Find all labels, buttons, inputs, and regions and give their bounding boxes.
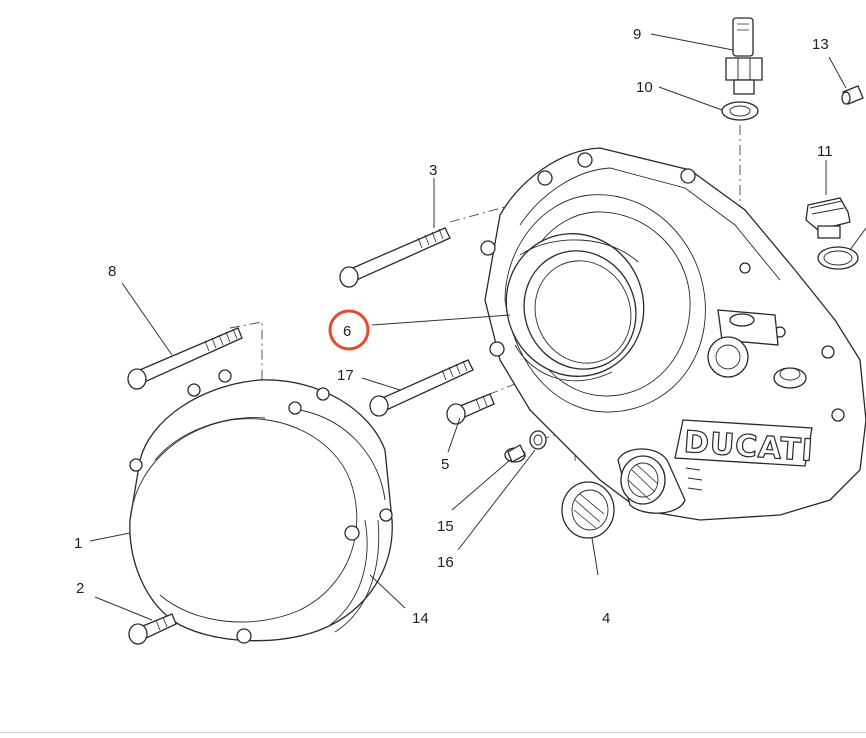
callout-6: 6 <box>343 323 351 340</box>
callout-10: 10 <box>636 79 653 96</box>
washer-10 <box>721 101 759 121</box>
clutch-cover <box>129 369 393 644</box>
callout-13: 13 <box>812 36 829 53</box>
o-ring <box>817 246 859 270</box>
bolt-17 <box>369 359 474 417</box>
bolt-3 <box>339 227 451 288</box>
callout-highlight-ring[interactable] <box>328 309 370 351</box>
bolt-5 <box>446 393 495 425</box>
callout-9: 9 <box>633 26 641 43</box>
callout-4: 4 <box>602 610 610 627</box>
bottom-divider <box>0 732 866 733</box>
bolt-8 <box>127 327 243 390</box>
sensor-9 <box>725 17 763 95</box>
callout-labels: 1 2 3 4 5 6 8 9 10 11 13 14 15 16 17 <box>74 26 833 627</box>
callout-11: 11 <box>817 143 833 160</box>
plug-13 <box>841 85 864 105</box>
cover-gasket-ring <box>505 233 645 382</box>
bolt-2 <box>128 613 177 645</box>
callout-8: 8 <box>108 263 116 280</box>
washer-16 <box>529 430 547 450</box>
callout-17: 17 <box>337 367 354 384</box>
screw-15 <box>504 444 526 463</box>
callout-16: 16 <box>437 554 454 571</box>
callout-5: 5 <box>441 456 449 473</box>
callout-3: 3 <box>429 162 437 179</box>
leader-lines <box>89 33 866 621</box>
callout-1: 1 <box>74 535 82 552</box>
filler-cap-11 <box>805 197 851 239</box>
seal-4 <box>561 481 615 539</box>
callout-14: 14 <box>412 610 429 627</box>
callout-2: 2 <box>76 580 84 597</box>
callout-15: 15 <box>437 518 454 535</box>
